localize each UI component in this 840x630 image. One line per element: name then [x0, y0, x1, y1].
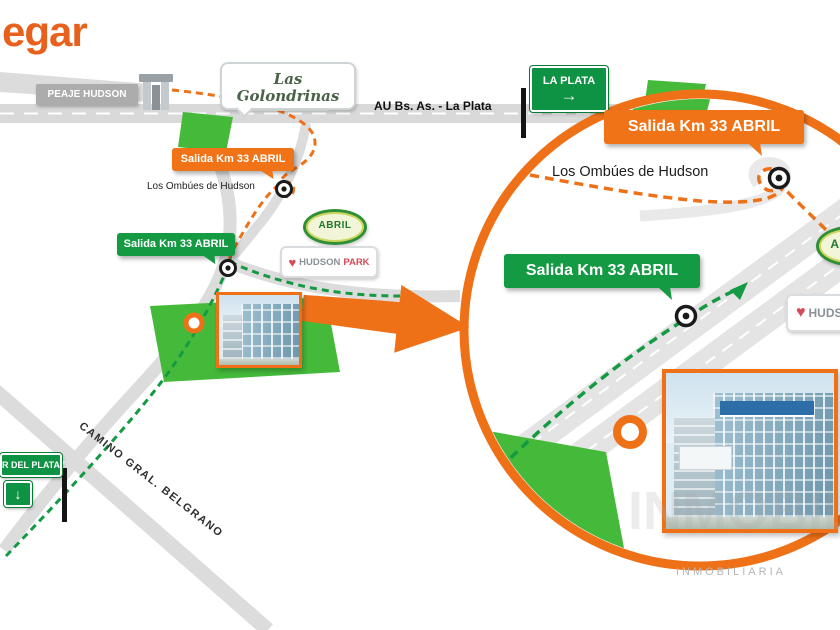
building-photo-small: [216, 292, 302, 368]
hudson-park-sign: ♥ HUDSON PARK: [280, 246, 378, 278]
photo-ground: [219, 359, 299, 365]
heart-icon: ♥: [288, 254, 297, 270]
location-ring-main: [183, 312, 205, 334]
photo-side-wing: [223, 314, 243, 360]
zoom-green-route-arrowhead: [730, 282, 748, 300]
watermark-ghost: INMOBILIARIA: [628, 481, 840, 541]
zoom-hudson-park-sign: ♥ HUDSON PARK: [786, 294, 840, 332]
right-arrow-icon: →: [560, 85, 578, 105]
la-plata-sign: LA PLATA →: [530, 66, 608, 112]
exit-ramp-road: [224, 122, 311, 265]
route-green-dashed-east: [229, 260, 401, 298]
las-golondrinas-sign: Las Golondrinas: [220, 62, 356, 118]
las-golondrinas-subtitle-line: [247, 109, 329, 111]
zoom-exit-marker-orange: [767, 166, 791, 190]
la-plata-sign-post: [521, 88, 526, 138]
zoom-heart-icon: ♥: [796, 304, 806, 321]
zoom-photo-banner: [719, 401, 814, 418]
exit-marker-green: [219, 259, 237, 277]
location-ring-zoom: [613, 415, 647, 449]
mar-del-plata-sign: R DEL PLATA: [0, 453, 62, 477]
las-golondrinas-label: Las Golondrinas: [236, 70, 340, 105]
down-arrow-icon: ↓: [4, 481, 32, 507]
zoom-salida-km33-green-sign: Salida Km 33 ABRIL: [504, 254, 700, 288]
zoom-route-green-dashed: [498, 287, 739, 470]
zoom-hudson-label: HUDSON: [808, 306, 840, 320]
exit-marker-orange: [275, 180, 293, 198]
building-photo-zoom: [662, 369, 838, 533]
peaje-hudson-sign: PEAJE HUDSON: [36, 84, 138, 105]
salida-km33-orange-sign: Salida Km 33 ABRIL: [172, 148, 294, 171]
salida-km33-green-sign: Salida Km 33 ABRIL: [117, 233, 235, 256]
camino-belgrano-road: [0, 385, 273, 630]
park-label: PARK: [343, 256, 370, 268]
zoom-photo-ground: [666, 516, 834, 529]
magnifier-arrow: [301, 285, 470, 353]
abril-logo: ABRIL: [303, 209, 367, 245]
zoom-photo-storefront-sign: [679, 446, 732, 471]
toll-booth-icon: [139, 74, 173, 110]
hudson-label: HUDSON: [299, 256, 341, 268]
route-green-dashed: [4, 275, 226, 558]
zoom-salida-km33-orange-sign: Salida Km 33 ABRIL: [604, 110, 804, 144]
zoom-los-ombues-label: Los Ombúes de Hudson: [552, 164, 709, 180]
mar-del-plata-post: [62, 468, 67, 522]
highway-label: AU Bs. As. - La Plata: [374, 99, 492, 113]
zoom-exit-marker-green: [674, 304, 698, 328]
page-title-fragment: egar: [2, 8, 88, 55]
photo-glass-facade: [241, 304, 299, 360]
watermark-text: INMOBILIARIA: [676, 566, 786, 578]
la-plata-label: LA PLATA: [542, 74, 596, 87]
los-ombues-label: Los Ombúes de Hudson: [147, 181, 255, 192]
